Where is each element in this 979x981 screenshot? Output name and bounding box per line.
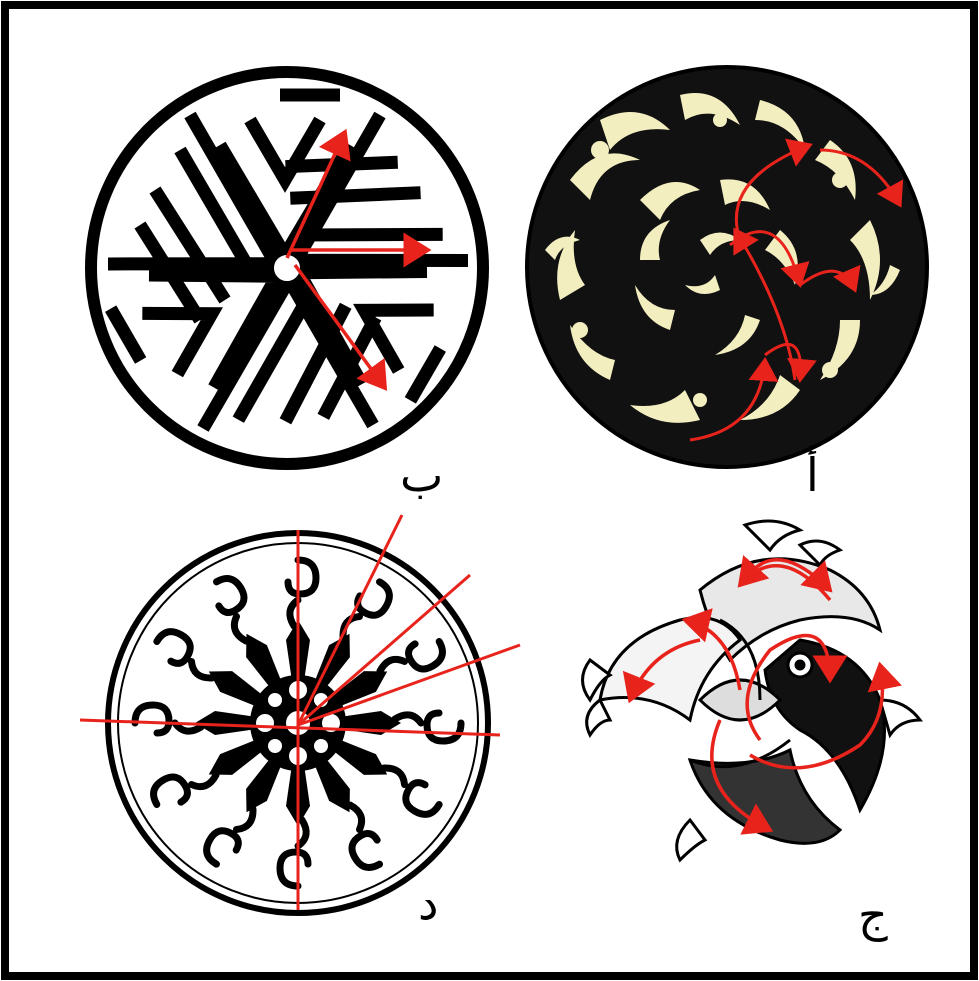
panel-a-arabesque-disc — [527, 67, 927, 467]
panel-label-b: ب — [400, 452, 443, 498]
panel-label-d: د — [418, 880, 438, 926]
panel-label-c: ج — [858, 892, 888, 938]
panel-label-a: أ — [806, 452, 819, 498]
